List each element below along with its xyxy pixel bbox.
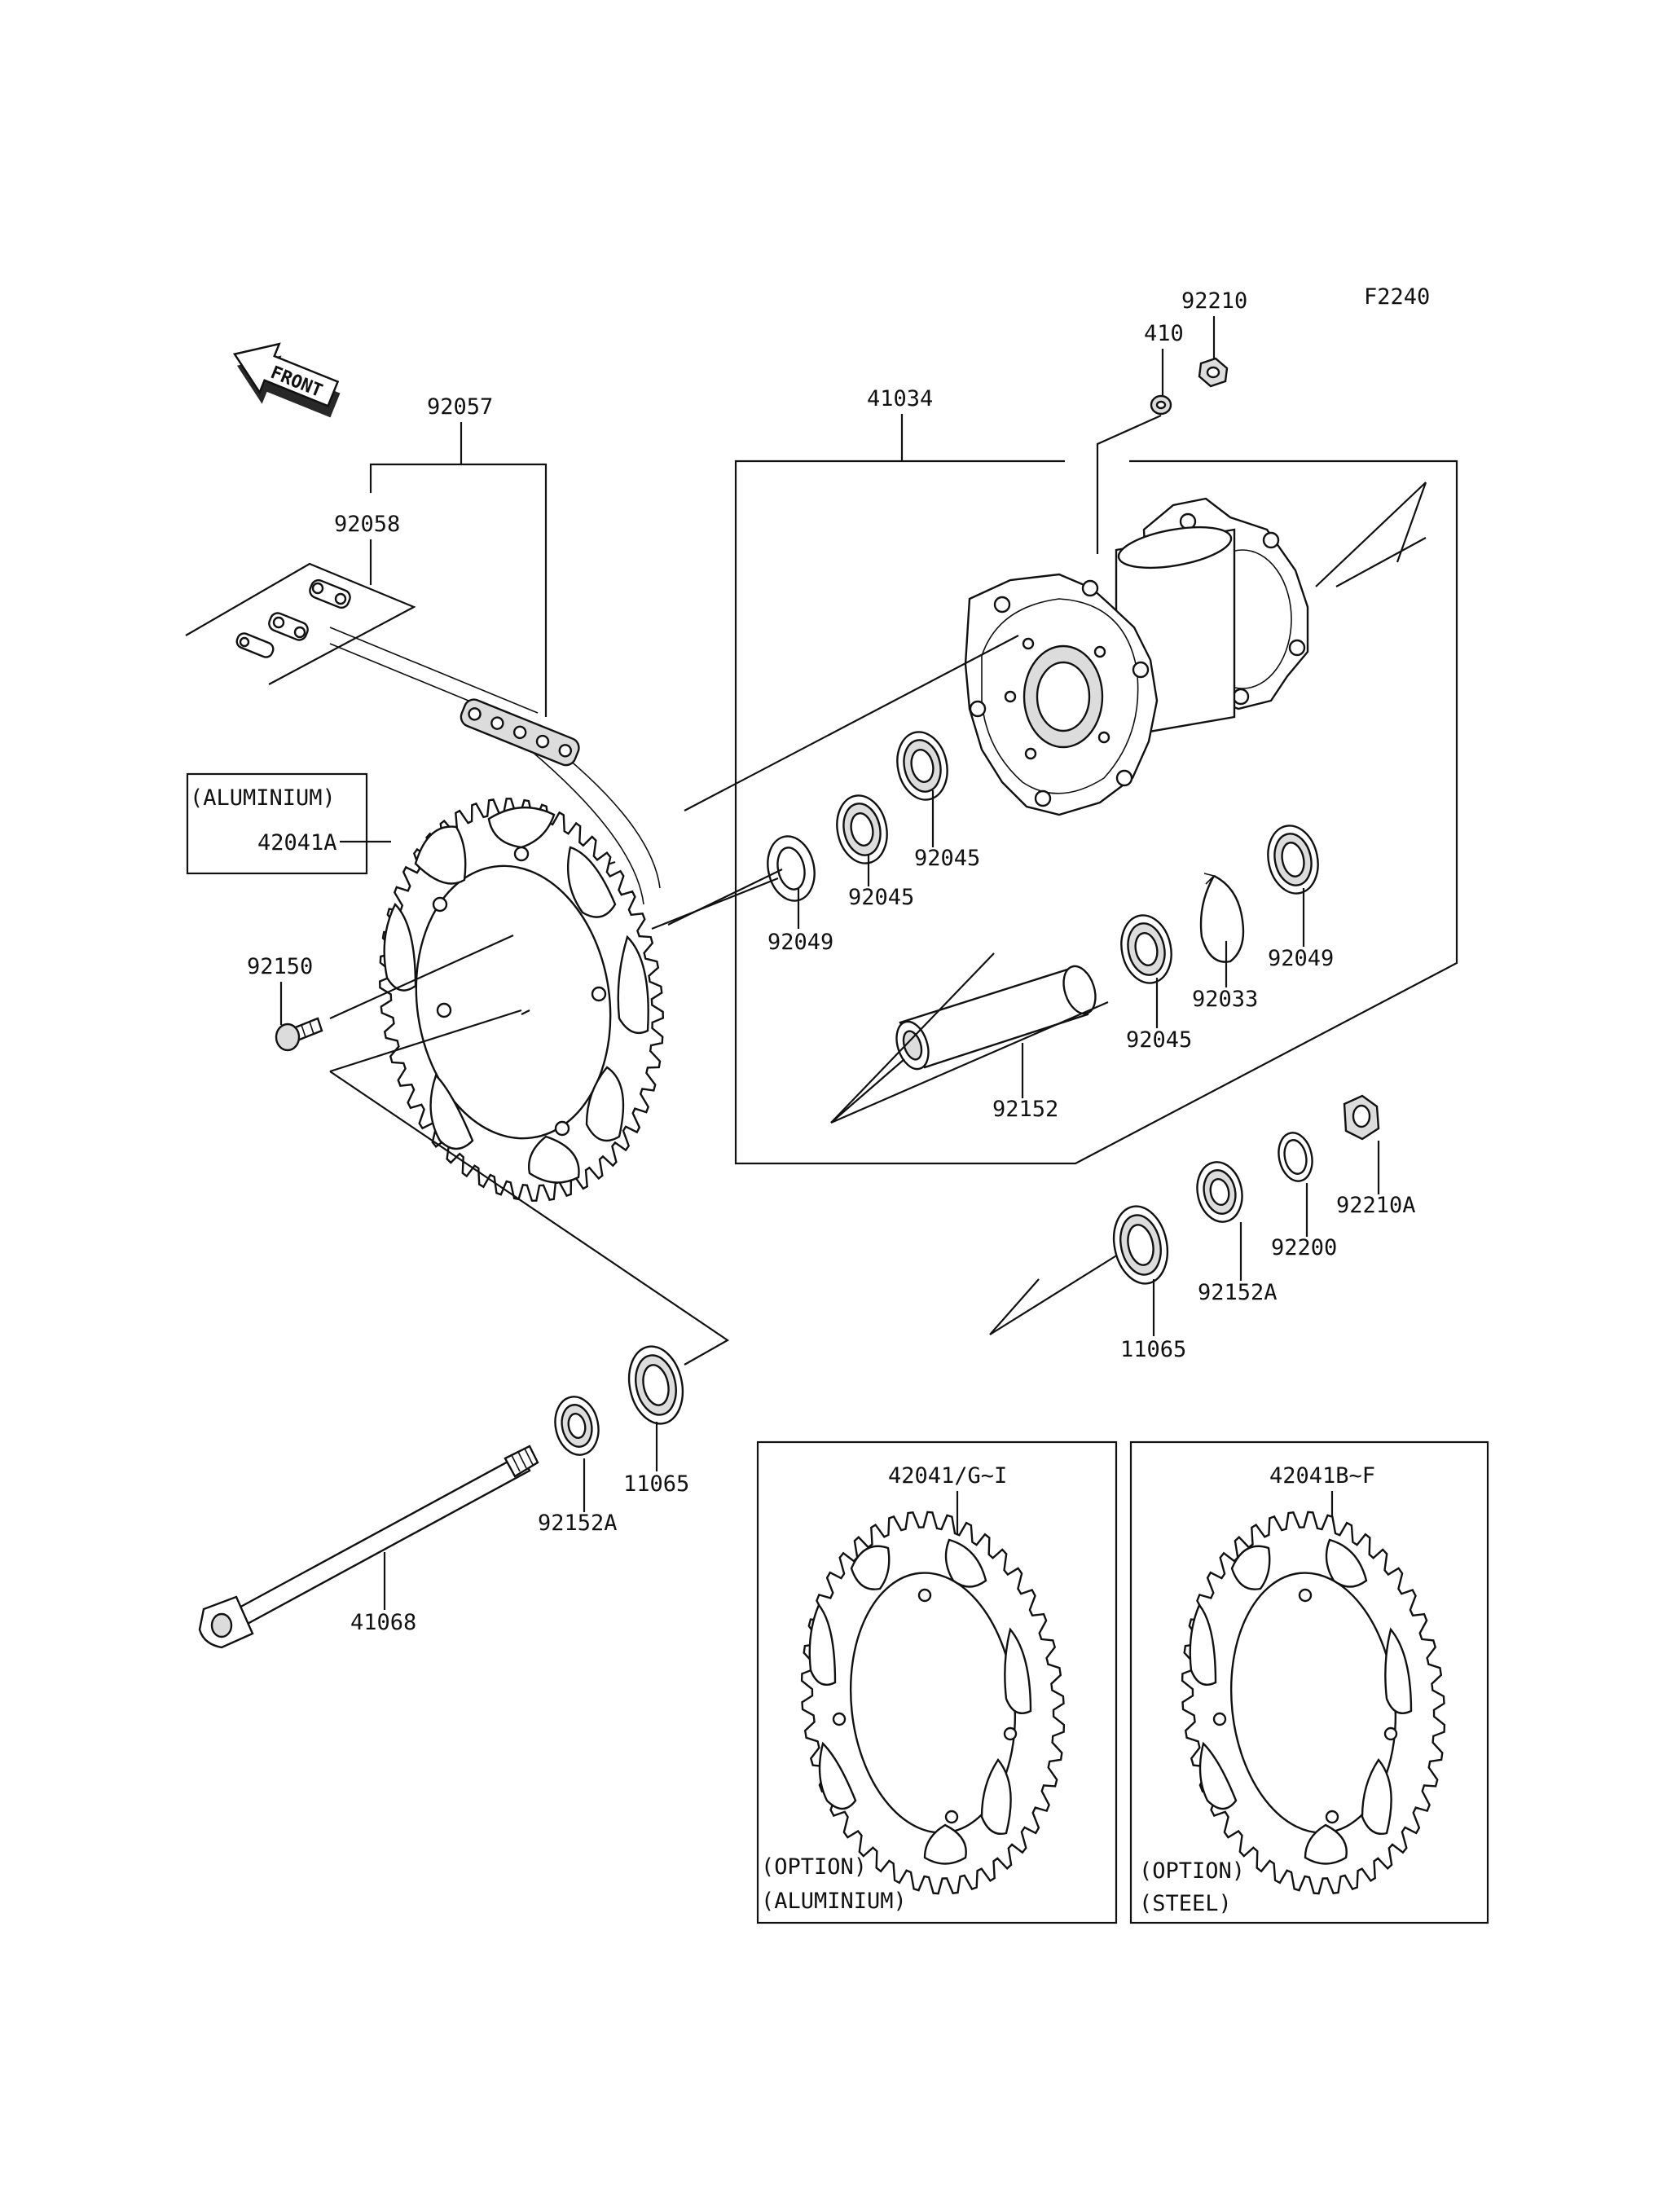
- bearing-92045-b: [896, 731, 948, 801]
- callout-92210A: 92210A: [1336, 1193, 1416, 1218]
- callout-11065-right: 11065: [1120, 1337, 1186, 1362]
- callout-92152: 92152: [992, 1097, 1058, 1122]
- collar-92152A-right: [1196, 1161, 1243, 1223]
- bearing-92045-a: [836, 794, 888, 864]
- callout-92058: 92058: [334, 512, 400, 537]
- callout-92152A-right: 92152A: [1198, 1280, 1278, 1305]
- callout-41068: 41068: [350, 1610, 416, 1635]
- option-box-1-line1: (OPTION): [761, 1854, 867, 1880]
- option-box-steel: 42041B~F (OPTION) (STEEL): [1129, 1440, 1489, 1924]
- callout-92200: 92200: [1271, 1235, 1337, 1260]
- rear-hub-41034: [964, 497, 1309, 816]
- front-arrow-icon: FRONT: [233, 342, 341, 418]
- figure-code: F2240: [1364, 284, 1430, 310]
- callout-92049-left: 92049: [767, 930, 833, 955]
- oil-seal-92049-right: [1267, 825, 1319, 895]
- callout-410: 410: [1144, 321, 1184, 346]
- option-box-2-line2: (STEEL): [1139, 1891, 1232, 1916]
- nut-92210: [1198, 357, 1229, 388]
- drive-chain-92057: [329, 627, 661, 905]
- option-part-42041-g-i: 42041/G~I: [888, 1463, 1007, 1489]
- callout-42041A: 42041A: [257, 830, 337, 855]
- washer-92200: [1278, 1132, 1313, 1182]
- callout-92049-right: 92049: [1268, 946, 1334, 971]
- washer-410: [1150, 394, 1172, 416]
- callout-92210: 92210: [1181, 288, 1247, 314]
- callout-92045-a: 92045: [848, 885, 914, 910]
- option-box-aluminium: 42041/G~I (OPTION) (ALUMINIUM): [756, 1440, 1118, 1924]
- option-part-42041b-f: 42041B~F: [1269, 1463, 1375, 1489]
- callout-92045-b: 92045: [914, 846, 980, 871]
- spacer-92152: [895, 965, 1097, 1071]
- callout-92152A-left: 92152A: [538, 1511, 618, 1536]
- callout-92033: 92033: [1192, 987, 1258, 1012]
- callout-11065-left: 11065: [623, 1471, 689, 1497]
- seal-11065-left: [627, 1345, 684, 1425]
- callout-92057: 92057: [427, 394, 493, 420]
- oil-seal-92049-left: [767, 835, 816, 902]
- bolt-92150: [275, 1017, 323, 1052]
- circlip-92033: [1199, 873, 1245, 963]
- callout-41034: 41034: [867, 386, 933, 411]
- option-box-1-line2: (ALUMINIUM): [761, 1889, 907, 1914]
- master-link-92058: [235, 578, 351, 658]
- nut-92210A: [1343, 1094, 1380, 1141]
- collar-92152A-left: [554, 1396, 600, 1456]
- callout-92150: 92150: [247, 954, 313, 979]
- seal-11065-right: [1112, 1205, 1169, 1285]
- aluminium-note: (ALUMINIUM): [190, 785, 336, 811]
- bearing-92045-c: [1120, 914, 1172, 984]
- rear-sprocket-42041A: [378, 798, 665, 1202]
- callout-92045-c: 92045: [1126, 1027, 1192, 1053]
- option-box-2-line1: (OPTION): [1139, 1858, 1245, 1884]
- axle-41068: [198, 1445, 539, 1649]
